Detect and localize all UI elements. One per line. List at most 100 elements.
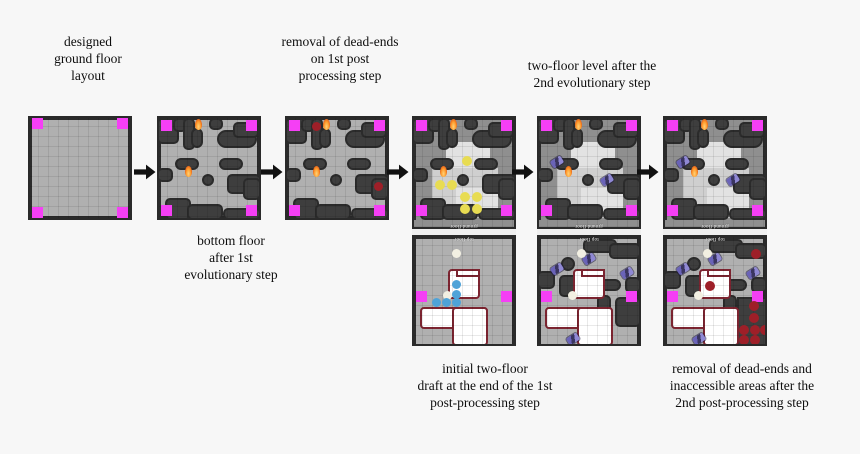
player-marker [452, 249, 461, 258]
corner-marker [161, 120, 172, 131]
wall-segment [512, 235, 516, 346]
torch-icon [440, 166, 447, 177]
two-floor-level-after-2nd-evolutionary-step-floor-top: top floor [537, 235, 641, 346]
wall-segment [708, 174, 720, 186]
corner-marker [161, 205, 172, 216]
corner-marker [667, 205, 678, 216]
corner-marker [374, 120, 385, 131]
dead-end-marker [760, 325, 767, 335]
floor-divider [537, 229, 641, 235]
torch-icon [185, 166, 192, 177]
room-block [703, 307, 739, 346]
wall-segment [34, 116, 126, 120]
floor-frame [28, 116, 132, 220]
torch-icon [450, 119, 457, 130]
designed-ground-floor-layout-floor-ground [28, 116, 132, 220]
arrow-1-icon [134, 164, 156, 180]
wall-segment [609, 243, 641, 259]
dead-end-marker [374, 182, 383, 191]
corner-marker [752, 120, 763, 131]
initial-two-floor-draft-floor-top: top floor [412, 235, 516, 346]
removal-of-dead-ends-1st-post-processing-floor-ground [285, 116, 389, 220]
removal-dead-ends-and-inaccessible-areas-floor-top: top floor [663, 235, 767, 346]
caption-two-floor-2nd-evolutionary: two-floor level after the 2nd evolutiona… [527, 58, 657, 90]
corner-marker [501, 120, 512, 131]
corner-marker [541, 205, 552, 216]
corner-marker [626, 205, 637, 216]
torch-icon [701, 119, 708, 130]
wall-segment [128, 116, 132, 220]
connection-marker [452, 280, 461, 289]
panel-initial-two-floor-draft: ground floor top floor [412, 116, 516, 346]
room-block [456, 269, 480, 277]
wall-segment [623, 178, 641, 200]
two-floor-marker [472, 192, 482, 202]
corner-marker [117, 118, 128, 129]
connection-marker [442, 298, 451, 307]
room-block [581, 269, 605, 277]
wall-segment [464, 118, 478, 130]
arrow-5-icon [637, 164, 659, 180]
panel-bottom-floor-evolved [157, 116, 261, 220]
wall-segment [715, 118, 729, 130]
floor-divider [663, 229, 767, 235]
player-marker [577, 249, 586, 258]
wall-segment [589, 118, 603, 130]
dead-end-marker [739, 325, 749, 335]
player-marker [703, 249, 712, 258]
corner-marker [246, 120, 257, 131]
wall-segment [599, 158, 623, 170]
connection-marker [452, 290, 461, 299]
wall-segment [28, 116, 32, 220]
two-floor-level-after-2nd-evolutionary-step-floor-ground: ground floor [537, 116, 641, 229]
torch-icon [565, 166, 572, 177]
wall-segment [697, 128, 709, 148]
floor-label-floor-ground: ground floor [450, 223, 478, 228]
corner-marker [667, 120, 678, 131]
corner-marker [626, 120, 637, 131]
wall-segment [243, 178, 261, 200]
wall-segment [582, 174, 594, 186]
room-block [577, 307, 613, 346]
two-floor-marker [460, 204, 470, 214]
wall-segment [337, 118, 351, 130]
dead-end-marker [705, 281, 715, 291]
connection-marker [432, 298, 441, 307]
corner-marker [501, 205, 512, 216]
wall-segment [34, 216, 126, 220]
corner-marker [752, 291, 763, 302]
player-marker [694, 291, 703, 300]
dead-end-marker [751, 249, 761, 259]
corner-marker [32, 207, 43, 218]
panel-two-floor-2nd-evolutionary: ground floor top floor [537, 116, 641, 346]
caption-bottom-floor-1st-evolutionary: bottom floor after 1st evolutionary step [184, 233, 278, 282]
room-block [452, 307, 488, 346]
removal-dead-ends-and-inaccessible-areas-floor-ground: ground floor [663, 116, 767, 229]
corner-marker [246, 205, 257, 216]
torch-icon [323, 119, 330, 130]
wall-segment [693, 204, 729, 220]
wall-segment [446, 128, 458, 148]
floor-label-floor-ground: ground floor [575, 223, 603, 228]
corner-marker [416, 291, 427, 302]
wall-segment [285, 168, 301, 182]
wall-segment [315, 204, 351, 220]
arrow-3-icon [387, 164, 409, 180]
room-block [707, 269, 731, 277]
caption-initial-two-floor-draft: initial two-floor draft at the end of th… [417, 361, 553, 410]
corner-marker [626, 291, 637, 302]
two-floor-marker [460, 192, 470, 202]
dead-end-marker [312, 122, 321, 131]
wall-segment [209, 118, 223, 130]
two-floor-marker [435, 180, 445, 190]
wall-segment [498, 178, 516, 200]
corner-marker [667, 291, 678, 302]
corner-marker [501, 291, 512, 302]
wall-segment [687, 257, 701, 271]
floor-divider [412, 229, 516, 235]
floor-grid [28, 116, 132, 220]
arrow-4-icon [512, 164, 534, 180]
corner-marker [541, 120, 552, 131]
wall-segment [537, 168, 553, 182]
